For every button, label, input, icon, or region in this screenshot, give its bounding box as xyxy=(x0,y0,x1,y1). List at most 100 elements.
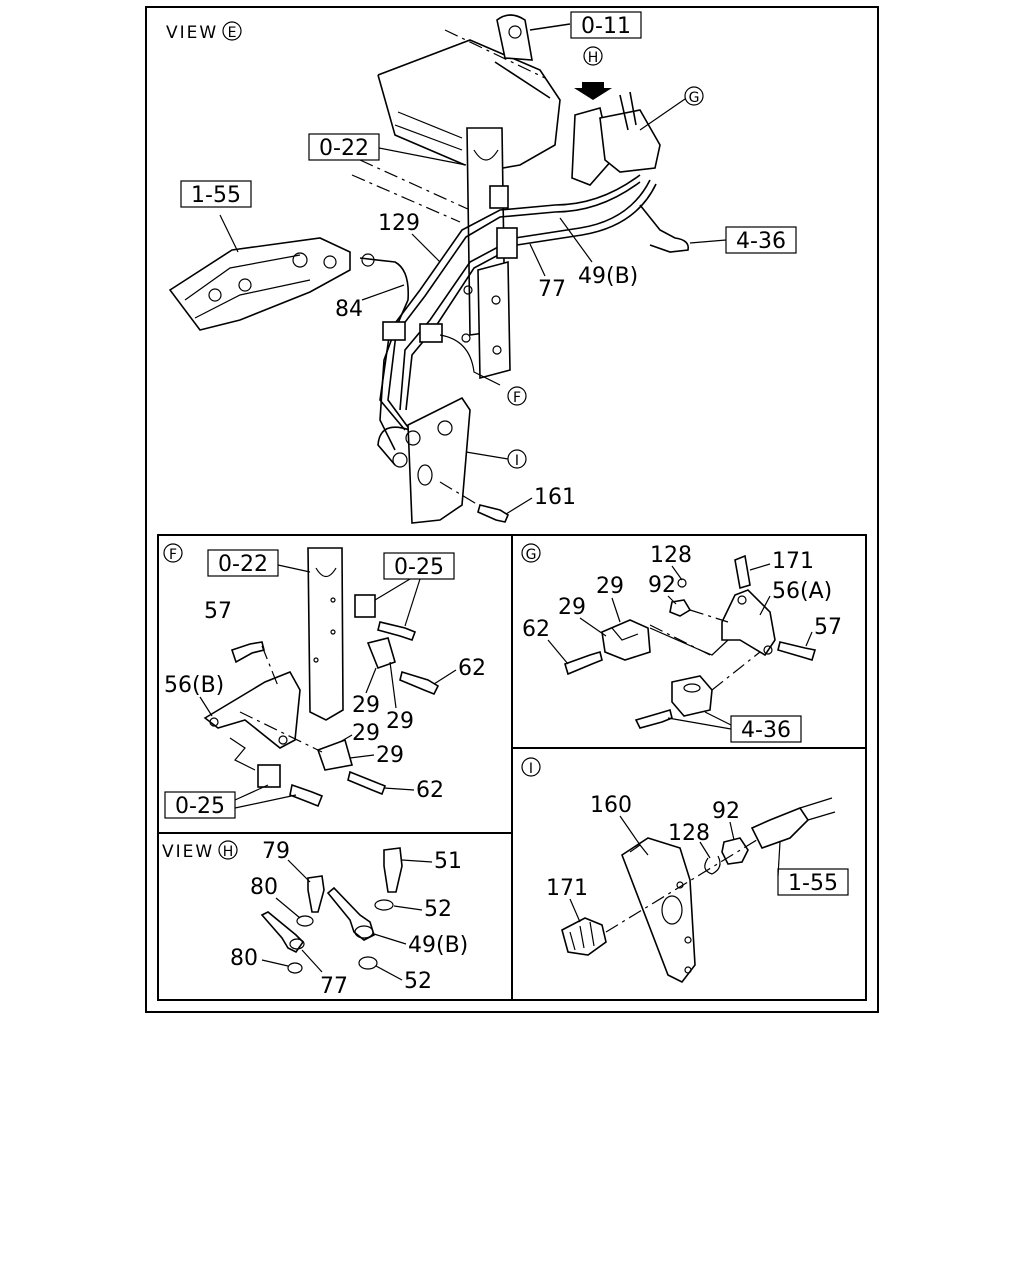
leader xyxy=(349,754,375,759)
leader xyxy=(275,897,301,919)
leader xyxy=(378,147,467,166)
leader xyxy=(639,98,686,131)
bracket-56b xyxy=(203,670,301,749)
hole xyxy=(330,629,336,635)
callout-56b: 56(B) xyxy=(164,673,224,698)
view-h-arrow xyxy=(574,82,612,100)
main-view: VIEW E xyxy=(166,11,797,524)
fitting xyxy=(392,452,408,468)
pipe-nut xyxy=(361,253,375,267)
frame-member xyxy=(307,547,344,721)
callout-49b: 49(B) xyxy=(578,264,638,289)
tank-edge-lines xyxy=(394,111,463,151)
outer-frame xyxy=(145,6,879,1013)
pipe-129-b xyxy=(387,181,641,431)
panel-h-title: VIEW xyxy=(162,842,214,862)
callout-29-c: 29 xyxy=(352,721,380,746)
view-title: VIEW xyxy=(166,23,218,43)
leader xyxy=(365,667,377,694)
panel-g-marker-circle xyxy=(521,543,541,563)
leader xyxy=(433,669,457,685)
leader xyxy=(579,617,607,637)
bolt-57 xyxy=(777,641,817,661)
pipe-clip xyxy=(419,323,443,343)
leader xyxy=(411,233,441,263)
bracket-hole xyxy=(684,966,692,974)
marker-h-circle xyxy=(583,46,603,66)
leader xyxy=(373,933,407,945)
callout-77: 77 xyxy=(320,974,348,999)
washer-52-upper xyxy=(374,899,394,911)
bracket-slot xyxy=(473,149,499,161)
callout-49b: 49(B) xyxy=(408,933,468,958)
bolt-lower xyxy=(289,783,324,808)
ref-0-22: 0-22 xyxy=(319,136,369,161)
pipe-49b-end xyxy=(326,886,375,941)
leader xyxy=(547,639,569,665)
marker-g-circle xyxy=(684,86,704,106)
callout-128: 128 xyxy=(650,543,692,568)
leader xyxy=(234,784,269,801)
panel-h-marker: H xyxy=(223,844,234,860)
block-4-36 xyxy=(671,675,713,717)
panel-i-marker-circle xyxy=(521,757,541,777)
ref-box-0-11 xyxy=(570,11,642,39)
clip-0-25-lower xyxy=(257,764,281,788)
ref-box-1-55 xyxy=(180,180,252,208)
washer-80-lower xyxy=(287,962,303,974)
panel-f-marker: F xyxy=(169,547,177,563)
callout-80-a: 80 xyxy=(250,875,278,900)
panel-g-marker: G xyxy=(526,547,537,563)
pipe-77-end xyxy=(260,911,305,954)
ref-0-22: 0-22 xyxy=(218,552,268,577)
leader xyxy=(689,239,727,244)
marker-g: G xyxy=(689,90,700,106)
leader xyxy=(619,815,641,846)
panel-f-marker-circle xyxy=(163,543,183,563)
leader xyxy=(805,631,813,647)
leader xyxy=(465,451,509,460)
leader xyxy=(671,565,683,581)
bolt-upper xyxy=(377,621,417,642)
ref-1-55: 1-55 xyxy=(788,871,838,896)
cylinder-detail xyxy=(184,254,311,319)
leader xyxy=(393,905,423,911)
axis-line xyxy=(439,481,481,507)
callout-56a: 56(A) xyxy=(772,579,832,604)
pipe-clip xyxy=(496,227,518,259)
callout-80-b: 80 xyxy=(230,946,258,971)
callout-79: 79 xyxy=(262,839,290,864)
dash-line xyxy=(351,174,461,223)
cylinder-port xyxy=(238,278,252,292)
bolt-4-36 xyxy=(634,708,673,729)
ref-1-55: 1-55 xyxy=(191,183,241,208)
cylinder-port xyxy=(323,255,337,269)
leader xyxy=(667,717,732,730)
view-marker-circle xyxy=(222,21,242,41)
callout-171: 171 xyxy=(546,876,588,901)
leader xyxy=(234,794,297,809)
leader xyxy=(505,497,533,515)
nipple-171 xyxy=(734,554,751,590)
tank-outline xyxy=(377,39,561,173)
panel-g: G 4-36 128 171 92 29 29 56(A) 62 xyxy=(521,543,842,743)
view-marker: E xyxy=(228,25,237,41)
callout-29-b: 29 xyxy=(386,709,414,734)
ref-box-0-22 xyxy=(207,549,279,577)
panel-f: F 0-22 0-25 0-25 57 56(B) xyxy=(163,543,486,819)
bolt xyxy=(492,345,502,355)
leader xyxy=(339,734,353,743)
hole xyxy=(313,657,319,663)
axis-line xyxy=(711,651,761,691)
bolt-62-lower xyxy=(347,770,387,796)
break-line xyxy=(649,627,729,656)
bolt xyxy=(461,333,471,343)
washer-52-lower xyxy=(358,956,378,970)
clip-29-lower xyxy=(316,738,354,771)
eye-77 xyxy=(289,938,305,950)
pipe-84 xyxy=(359,257,410,451)
bracket-hole-large xyxy=(661,895,683,925)
bolt-51 xyxy=(383,847,403,893)
cylinder-port xyxy=(292,252,308,268)
bracket-hole xyxy=(278,735,288,745)
